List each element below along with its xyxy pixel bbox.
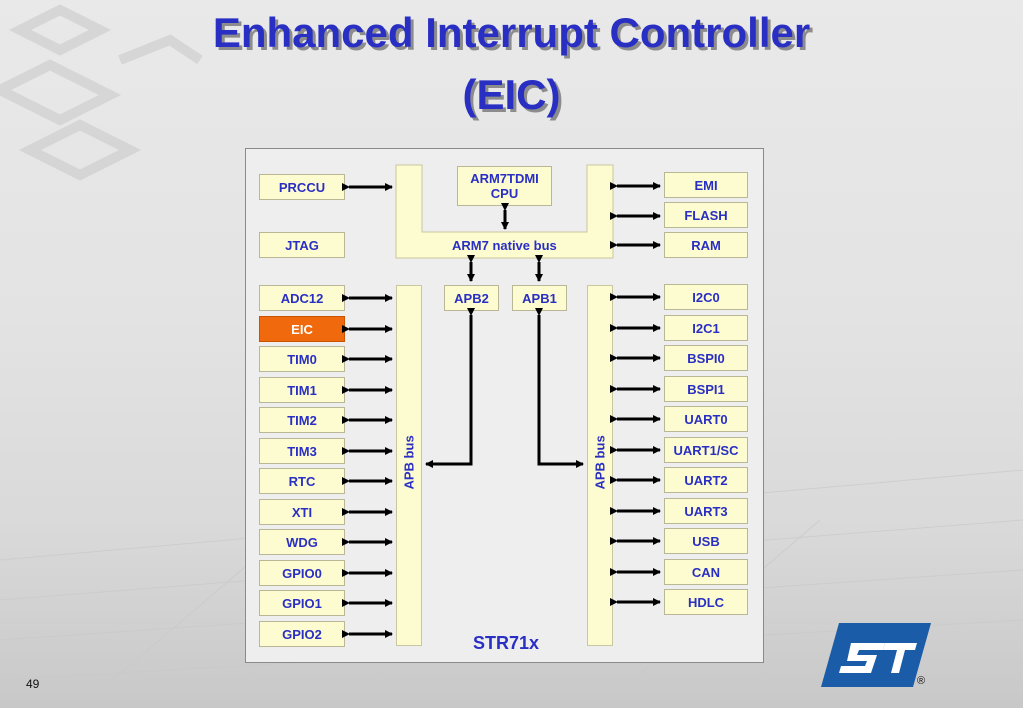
block-eic: EIC: [259, 316, 345, 342]
block-tim3: TIM3: [259, 438, 345, 464]
cpu-label-line2: CPU: [490, 186, 519, 201]
block-i2c1: I2C1: [664, 315, 748, 341]
block-xti: XTI: [259, 499, 345, 525]
bridge-apb2: APB2: [444, 285, 499, 311]
block-usb: USB: [664, 528, 748, 554]
block-tim0: TIM0: [259, 346, 345, 372]
block-flash: FLASH: [664, 202, 748, 228]
block-gpio0: GPIO0: [259, 560, 345, 586]
block-uart1-sc: UART1/SC: [664, 437, 748, 463]
block-gpio2: GPIO2: [259, 621, 345, 647]
apb2-to-left-bus: [425, 308, 475, 468]
block-adc12: ADC12: [259, 285, 345, 311]
st-logo-icon: [821, 623, 931, 687]
block-can: CAN: [664, 559, 748, 585]
apb-bus-right: [587, 285, 613, 646]
block-bspi1: BSPI1: [664, 376, 748, 402]
block-i2c0: I2C0: [664, 284, 748, 310]
block-uart0: UART0: [664, 406, 748, 432]
block-jtag: JTAG: [259, 232, 345, 258]
registered-mark: ®: [917, 675, 926, 687]
apb-bus-left: [396, 285, 422, 646]
block-prccu: PRCCU: [259, 174, 345, 200]
native-bus-label: ARM7 native bus: [452, 238, 557, 253]
block-wdg: WDG: [259, 529, 345, 555]
bridge-apb1: APB1: [512, 285, 567, 311]
apb1-to-right-bus: [535, 308, 584, 468]
block-emi: EMI: [664, 172, 748, 198]
block-hdlc: HDLC: [664, 589, 748, 615]
chip-name-label: STR71x: [473, 633, 540, 653]
cpu-label-line1: ARM7TDMI: [470, 171, 539, 186]
slide-title-line2: (EIC): [462, 71, 561, 118]
block-uart3: UART3: [664, 498, 748, 524]
block-tim1: TIM1: [259, 377, 345, 403]
page-number: 49: [26, 677, 40, 691]
block-tim2: TIM2: [259, 407, 345, 433]
block-ram: RAM: [664, 232, 748, 258]
block-gpio1: GPIO1: [259, 590, 345, 616]
cpu-block: ARM7TDMI CPU: [457, 166, 552, 206]
block-uart2: UART2: [664, 467, 748, 493]
block-rtc: RTC: [259, 468, 345, 494]
block-bspi0: BSPI0: [664, 345, 748, 371]
slide-title-line1: Enhanced Interrupt Controller: [212, 9, 811, 56]
